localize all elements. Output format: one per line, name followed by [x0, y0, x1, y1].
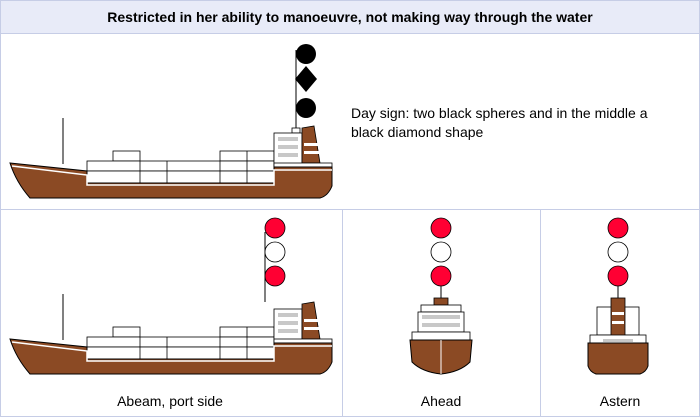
black-sphere-bottom: [296, 98, 316, 118]
white-light-middle: [430, 241, 452, 263]
hull: [9, 162, 333, 199]
label-astern: Astern: [599, 393, 641, 409]
label-abeam: Abeam, port side: [117, 393, 223, 409]
label-ahead: Ahead: [420, 393, 462, 409]
hull: [9, 338, 333, 375]
red-light-bottom: [607, 265, 629, 287]
red-light-top: [607, 217, 629, 239]
black-sphere-top: [296, 44, 316, 64]
day-sign-description: Day sign: two black spheres and in the m…: [351, 105, 648, 140]
white-light-middle: [264, 241, 286, 263]
black-diamond: [295, 66, 317, 92]
red-light-top: [430, 217, 452, 239]
diagram-title: Restricted in her ability to manoeuvre, …: [107, 9, 593, 25]
hull: [587, 342, 649, 375]
title-bar: Restricted in her ability to manoeuvre, …: [1, 1, 699, 34]
red-light-top: [264, 217, 286, 239]
panel-divider: [1, 209, 699, 210]
white-light-middle: [607, 241, 629, 263]
panel-divider-left: [342, 210, 343, 416]
red-light-bottom: [264, 265, 286, 287]
panel-divider-right: [540, 210, 541, 416]
